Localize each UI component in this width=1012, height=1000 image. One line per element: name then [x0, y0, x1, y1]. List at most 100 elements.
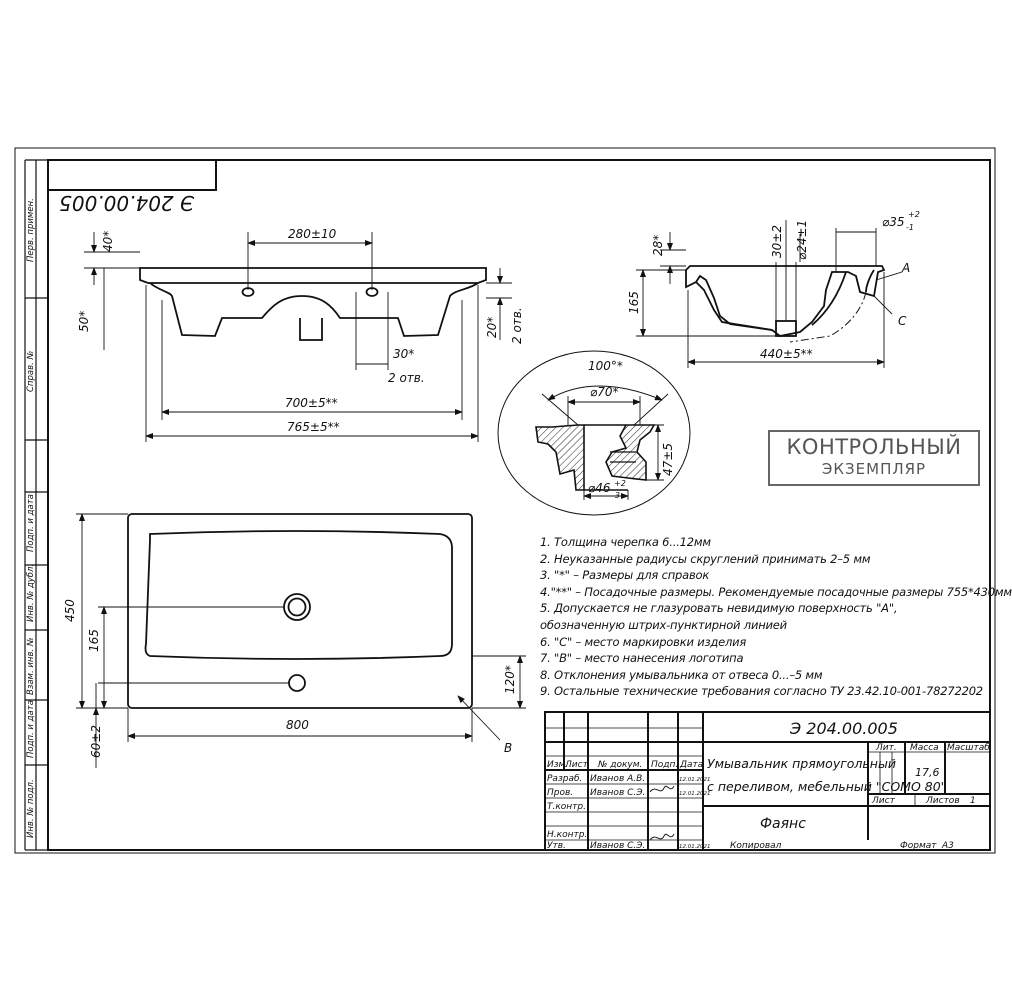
front-view — [139, 267, 487, 341]
tb-row-razrab: Разраб. — [547, 774, 582, 784]
tb-title-line1: Умывальник прямоугольный — [707, 756, 896, 771]
control-copy-stamp: КОНТРОЛЬНЫЙ ЭКЗЕМПЛЯР — [768, 430, 980, 486]
tb-signatures — [649, 785, 675, 841]
tb-date-3: 12.01.2021 — [679, 844, 711, 850]
side-view-dashdot — [789, 291, 867, 343]
detail-view-dims — [541, 385, 669, 500]
front-dim-30: 30* — [393, 347, 414, 361]
side-label-vzam-inv: Взам. инв. № — [26, 637, 36, 695]
tb-name-prov: Иванов С.Э. — [590, 788, 645, 798]
tb-hdr-list: Лист — [564, 760, 589, 770]
tb-col-lit: Лит. — [875, 743, 897, 753]
tb-col-masshtab: Масштаб — [947, 743, 990, 753]
inner-frame — [47, 159, 991, 851]
top-view — [127, 513, 473, 709]
tb-title-line2: с переливом, мебельный "СОМО 80" — [707, 779, 946, 794]
tb-format-value: А3 — [941, 841, 954, 851]
tb-row-nkontr: Н.контр. — [547, 830, 587, 840]
tb-format-label: Формат — [900, 841, 937, 851]
tb-material: Фаянс — [760, 816, 806, 832]
top-dim-120: 120* — [503, 665, 517, 694]
side-view-dims — [636, 220, 903, 368]
tb-kopiroval: Копировал — [730, 841, 782, 851]
top-dim-800: 800 — [286, 718, 309, 732]
top-label-b: В — [504, 741, 512, 755]
tb-massa-value: 17,6 — [915, 766, 940, 779]
tb-listov-label: Листов — [925, 796, 960, 806]
tb-hdr-podp: Подп. — [651, 760, 678, 770]
note-4: 4."**" – Посадочные размеры. Рекомендуем… — [540, 584, 1012, 599]
note-1: 1. Толщина черепка 6...12мм — [540, 535, 711, 549]
side-dim-28: 28* — [651, 235, 665, 256]
tb-name-utv: Иванов С.Э. — [590, 841, 645, 851]
tb-listov-value: 1 — [970, 796, 976, 806]
side-dim-440: 440±5** — [760, 347, 813, 361]
side-dim-165: 165 — [627, 291, 641, 314]
side-label-podp-data-1: Подп. и дата — [26, 494, 36, 552]
side-dim-24: ⌀24±1 — [795, 220, 809, 260]
tb-col-massa: Масса — [910, 743, 939, 753]
top-dim-450: 450 — [63, 599, 77, 622]
front-holes-label-2: 2 отв. — [388, 371, 425, 385]
top-dim-165: 165 — [87, 629, 101, 652]
note-8: 8. Отклонения умывальника от отвеса 0...… — [540, 667, 823, 682]
side-dim-30: 30±2 — [770, 225, 784, 258]
tb-row-prov: Пров. — [547, 788, 573, 798]
doc-number-box-mirrored — [47, 159, 217, 191]
title-block-grid — [544, 711, 991, 851]
side-label-c: С — [898, 314, 907, 328]
side-label-inv-podl: Инв. № подл. — [26, 779, 36, 838]
tb-date-2: 12.01.2021 — [679, 791, 711, 797]
side-dim-35: ⌀35 — [882, 215, 905, 229]
side-label-podp-data-2: Подп. и дата — [26, 700, 36, 758]
side-dim-35-tol-up: +2 — [908, 210, 920, 219]
doc-number-mirrored: Э 204.00.005 — [59, 191, 195, 215]
detail-dim-70: ⌀70* — [590, 385, 619, 399]
front-dim-20: 20* — [485, 317, 499, 338]
side-dim-35-tol-dn: -1 — [906, 223, 914, 232]
detail-circle — [497, 350, 691, 516]
detail-dim-100: 100°* — [588, 359, 623, 373]
note-2: 2. Неуказанные радиусы скруглений приним… — [540, 551, 871, 566]
note-9: 9. Остальные технические требования согл… — [540, 684, 983, 699]
side-label-perv-primen: Перв. примен. — [26, 198, 36, 262]
tb-row-tkontr: Т.контр. — [547, 802, 586, 812]
note-5: 5. Допускается не глазуровать невидимую … — [540, 601, 898, 616]
note-7: 7. "В" – место нанесения логотипа — [540, 651, 744, 666]
front-holes-label: 2 отв. — [510, 307, 524, 344]
detail-dim-46: ⌀46 — [588, 481, 611, 495]
top-dim-60: 60±2 — [89, 725, 103, 758]
tb-hdr-ndokum: № докум. — [597, 760, 642, 770]
tb-list-label: Лист — [871, 796, 896, 806]
note-3: 3. "*" – Размеры для справок — [540, 568, 710, 583]
tb-row-utv: Утв. — [547, 841, 566, 851]
tb-date-1: 12.01.2021 — [679, 777, 711, 783]
note-5-cont: обозначенную штрих-пунктирной линией — [540, 617, 787, 632]
side-label-sprav-no: Справ. № — [26, 350, 36, 392]
tb-name-razrab: Иванов А.В. — [590, 774, 645, 784]
side-label-inv-dubl: Инв. № дубл. — [26, 564, 36, 622]
front-dim-40: 40* — [101, 231, 115, 252]
side-label-a: А — [901, 261, 910, 275]
note-6: 6. "С" – место маркировки изделия — [540, 634, 747, 649]
tb-doc-number: Э 204.00.005 — [789, 719, 898, 738]
tb-hdr-data: Дата — [679, 760, 703, 770]
front-dim-50: 50* — [77, 311, 91, 332]
detail-dim-47: 47±5 — [661, 443, 675, 476]
stamp-line-2: ЭКЗЕМПЛЯР — [821, 460, 927, 478]
front-view-dims — [84, 232, 512, 442]
front-dim-700: 700±5** — [285, 396, 338, 410]
front-dim-765: 765±5** — [287, 420, 340, 434]
detail-dim-46-tol-dn: -3 — [612, 491, 620, 500]
stamp-line-1: КОНТРОЛЬНЫЙ — [786, 435, 962, 459]
side-view — [685, 265, 886, 337]
tb-hdr-izm: Изм. — [547, 760, 568, 770]
detail-dim-46-tol-up: +2 — [614, 479, 626, 488]
technical-notes: 1. Толщина черепка 6...12мм 2. Неуказанн… — [540, 534, 1012, 700]
side-strip — [24, 159, 48, 851]
outer-frame — [14, 147, 996, 854]
top-view-dims — [76, 513, 526, 768]
front-dim-280: 280±10 — [288, 227, 337, 241]
detail-view — [535, 424, 656, 491]
